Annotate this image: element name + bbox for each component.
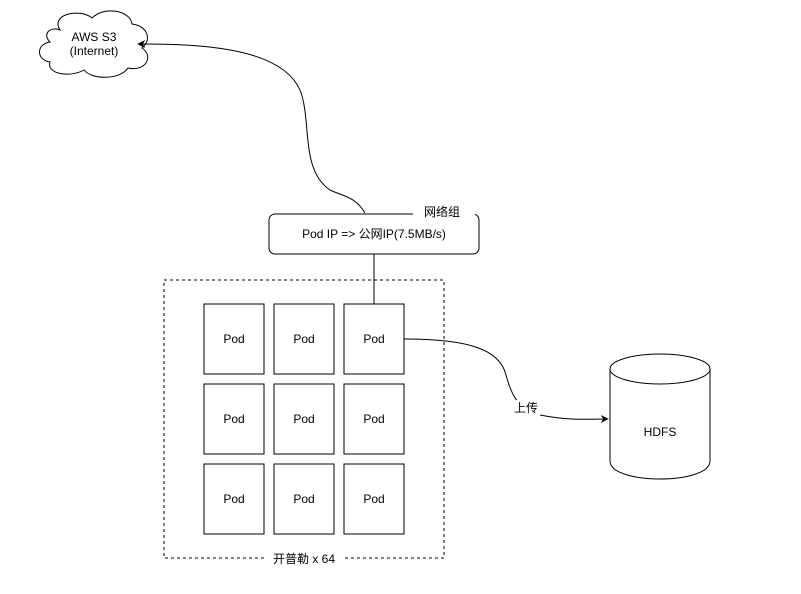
- pod-label: Pod: [293, 492, 314, 506]
- cloud-line-2: (Internet): [70, 44, 119, 58]
- pod-label: Pod: [363, 492, 384, 506]
- pod-label: Pod: [293, 412, 314, 426]
- pod-box[interactable]: Pod: [273, 463, 335, 535]
- pod-box[interactable]: Pod: [203, 463, 265, 535]
- pod-box[interactable]: Pod: [203, 383, 265, 455]
- pod-box[interactable]: Pod: [273, 383, 335, 455]
- cluster-label: 开普勒 x 64: [273, 552, 335, 566]
- pod-label: Pod: [223, 492, 244, 506]
- hdfs-label: HDFS: [644, 425, 677, 439]
- pod-box[interactable]: Pod: [343, 463, 405, 535]
- edge-to-s3: [137, 40, 366, 214]
- pod-label: Pod: [223, 412, 244, 426]
- pod-label: Pod: [293, 332, 314, 346]
- network-group-label-bg: [413, 205, 475, 221]
- aws-s3-cloud[interactable]: AWS S3 (Internet): [39, 10, 149, 78]
- pod-cluster[interactable]: 开普勒 x 64 Pod Pod Pod Pod Pod Pod: [163, 279, 445, 566]
- upload-label-bg: [512, 400, 540, 416]
- pod-label: Pod: [363, 332, 384, 346]
- upload-label: 上传: [514, 400, 538, 415]
- pod-box[interactable]: Pod: [343, 303, 405, 375]
- edge-upload: [403, 338, 609, 424]
- pod-label: Pod: [223, 332, 244, 346]
- cloud-shape: [39, 10, 149, 78]
- network-group[interactable]: 网络组 Pod IP => 公网IP(7.5MB/s): [268, 204, 480, 255]
- cylinder-body: [609, 369, 711, 480]
- cluster-label-bg: [266, 550, 342, 566]
- pod-box[interactable]: Pod: [343, 383, 405, 455]
- pod-box[interactable]: Pod: [203, 303, 265, 375]
- pod-box[interactable]: Pod: [273, 303, 335, 375]
- cloud-line-1: AWS S3: [72, 30, 117, 44]
- network-group-text: Pod IP => 公网IP(7.5MB/s): [302, 227, 446, 241]
- cylinder-top: [609, 353, 711, 385]
- network-group-label: 网络组: [424, 204, 460, 219]
- pod-label: Pod: [363, 412, 384, 426]
- hdfs-storage[interactable]: HDFS: [609, 353, 711, 480]
